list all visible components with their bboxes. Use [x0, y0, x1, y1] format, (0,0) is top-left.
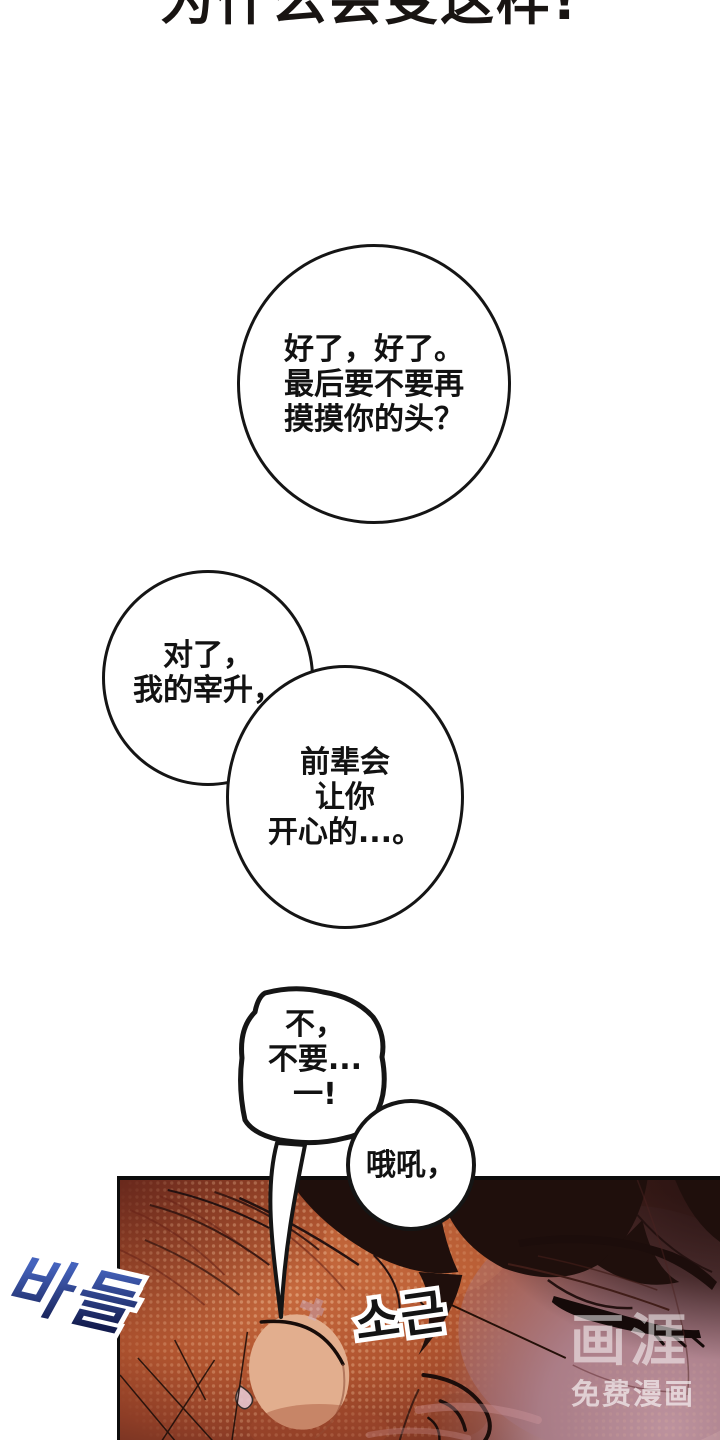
speech-bubble-1-text: 好了，好了。 最后要不要再 摸摸你的头？: [284, 331, 464, 437]
speech-bubble-2b-text: 前辈会 让你 开心的...。: [267, 744, 423, 850]
speech-bubble-4: 哦吼，: [346, 1099, 476, 1231]
speech-bubble-3-text: 不， 不要... 一!: [267, 1007, 363, 1112]
art-panel: [117, 1176, 720, 1440]
speech-bubble-1: 好了，好了。 最后要不要再 摸摸你的头？: [237, 244, 511, 524]
chapter-title: 为什么会变这样!: [160, 0, 579, 32]
speech-bubble-3-shape: [238, 986, 387, 1319]
speech-bubble-2b: 前辈会 让你 开心的...。: [226, 665, 464, 929]
speech-bubble-2a-text: 对了， 我的宰升，: [133, 638, 283, 708]
speech-bubble-3: 不， 不要... 一!: [225, 983, 405, 1323]
speech-bubble-2a: 对了， 我的宰升，: [102, 570, 314, 786]
speech-bubble-4-text: 哦吼，: [366, 1147, 456, 1183]
